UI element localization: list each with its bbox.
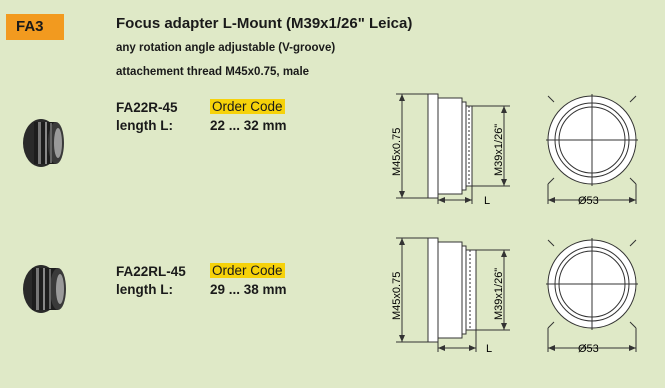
section-badge: FA3: [6, 14, 64, 40]
adapter-photo: [23, 265, 66, 313]
dim-outer-thread: M45x0.75: [391, 272, 403, 320]
length-value: 29 ... 38 mm: [210, 282, 287, 297]
length-label: length L:: [116, 118, 173, 133]
dim-diameter: Ø53: [578, 343, 599, 355]
length-label: length L:: [116, 282, 173, 297]
model-name: FA22R-45: [116, 100, 178, 115]
order-code-label: Order Code: [210, 263, 285, 278]
dim-length: L: [484, 195, 490, 207]
adapter-photo: [23, 119, 64, 167]
dimension-drawing-side: M45x0.75 M39x1/26" L Ø53: [391, 93, 638, 207]
dimension-drawing-side: M45x0.75 M39x1/26" L Ø53: [391, 237, 638, 355]
length-value: 22 ... 32 mm: [210, 118, 287, 133]
order-code-label: Order Code: [210, 99, 285, 114]
feature-line-1: any rotation angle adjustable (V-groove): [116, 42, 336, 54]
model-name: FA22RL-45: [116, 264, 186, 279]
feature-line-2: attachement thread M45x0.75, male: [116, 66, 310, 78]
dim-outer-thread: M45x0.75: [391, 128, 403, 176]
dim-diameter: Ø53: [578, 195, 599, 207]
dim-length: L: [486, 343, 492, 355]
product-title: Focus adapter L-Mount (M39x1/26" Leica): [116, 15, 413, 32]
dim-inner-thread: M39x1/26": [493, 124, 505, 176]
dim-inner-thread: M39x1/26": [493, 268, 505, 320]
